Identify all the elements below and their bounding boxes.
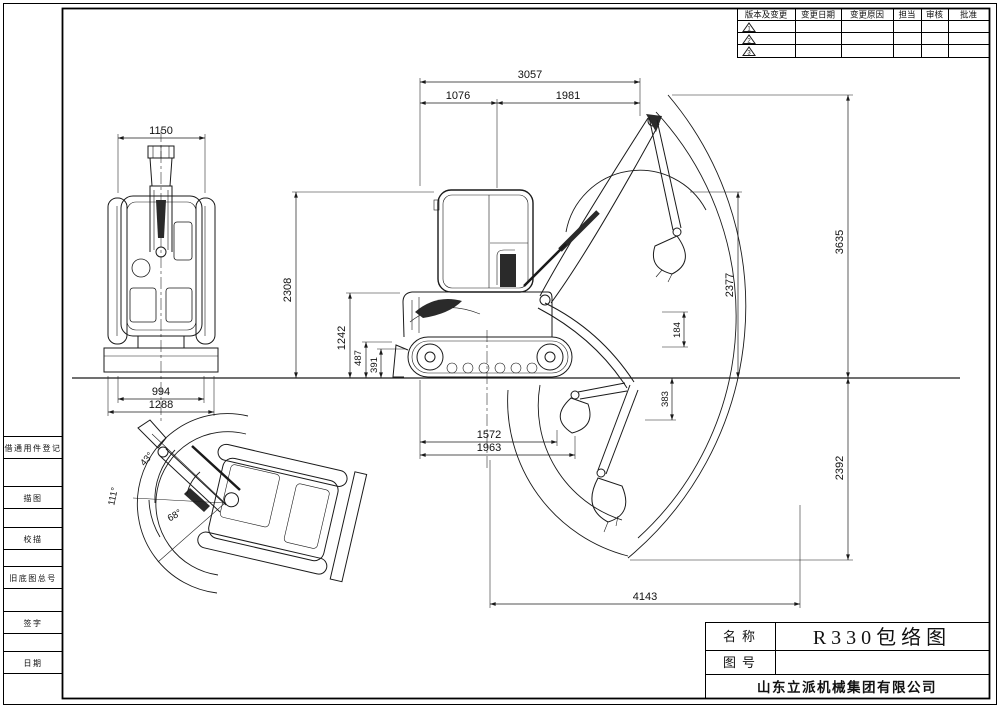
revision-col-date: 变更日期	[801, 10, 835, 20]
dim-swing-angle-b: 111°	[106, 486, 121, 506]
dim-hood-height: 1242	[336, 326, 348, 350]
revision-table: 版本及变更 变更日期 变更原因 担当 审核 批准 1 2 3	[737, 8, 990, 58]
dim-track-height: 391	[369, 357, 380, 373]
company-name: 山东立派机械集团有限公司	[757, 679, 937, 695]
dim-tail-radius: 1572	[477, 429, 501, 441]
dim-max-dig-depth: 2392	[834, 456, 846, 480]
dim-arm-height: 2377	[724, 273, 736, 297]
dim-pin-height: 184	[672, 322, 683, 338]
dim-overall-top: 3057	[518, 69, 542, 81]
dim-swing-angle-c: 68°	[166, 507, 184, 524]
dim-top-view-width: 1150	[149, 125, 173, 137]
dim-seg-front: 1981	[556, 90, 580, 102]
dim-blade-height: 487	[353, 350, 364, 366]
revision-col-owner: 担当	[898, 10, 915, 20]
dim-front-radius: 1963	[477, 442, 501, 454]
margin-label-check-tracing: 校描	[24, 534, 43, 544]
revision-col-version: 版本及变更	[745, 10, 788, 20]
top-view	[103, 130, 219, 424]
margin-label-signature: 签字	[24, 618, 43, 628]
side-view	[392, 189, 573, 468]
sheet-frame	[3, 3, 997, 705]
dim-max-cut-height: 3635	[834, 230, 846, 254]
revision-mark-2: 2	[742, 34, 756, 45]
dim-seg-rear: 1076	[446, 90, 470, 102]
title-name-label: 名称	[723, 629, 761, 644]
margin-label-old-drawing-no: 旧底图总号	[9, 573, 57, 583]
title-block: 名称 R330包络图 图号 山东立派机械集团有限公司	[705, 622, 990, 699]
dim-track-overall-width: 1288	[149, 399, 173, 411]
revision-col-approve: 批准	[960, 10, 978, 20]
revision-mark-number: 3	[747, 51, 751, 57]
dim-max-dig-radius: 4143	[633, 591, 657, 603]
drawing-title: R330包络图	[813, 626, 951, 649]
dim-below-ground: 383	[660, 391, 671, 407]
margin-labels: 借通用件登记 描图 校描 旧底图总号 签字 日期	[3, 436, 63, 674]
margin-label-date: 日期	[24, 659, 43, 668]
work-envelope	[507, 94, 747, 559]
swing-view	[132, 413, 368, 594]
dimensions: 3057 1076 1981 1150 2308 1242 487 391 99…	[106, 69, 853, 608]
dim-track-gauge: 994	[152, 386, 170, 398]
boom-lower	[537, 302, 639, 533]
margin-label-register: 借通用件登记	[5, 443, 62, 453]
revision-mark-3: 3	[742, 46, 756, 57]
revision-mark-number: 1	[747, 27, 751, 33]
boom-upper	[523, 114, 686, 306]
revision-mark-number: 2	[747, 39, 751, 45]
revision-col-review: 审核	[926, 10, 944, 20]
dim-cab-height: 2308	[282, 278, 294, 302]
revision-mark-1: 1	[742, 22, 756, 33]
revision-col-reason: 变更原因	[850, 10, 884, 20]
title-number-label: 图号	[723, 655, 761, 670]
margin-label-tracing: 描图	[24, 493, 43, 503]
